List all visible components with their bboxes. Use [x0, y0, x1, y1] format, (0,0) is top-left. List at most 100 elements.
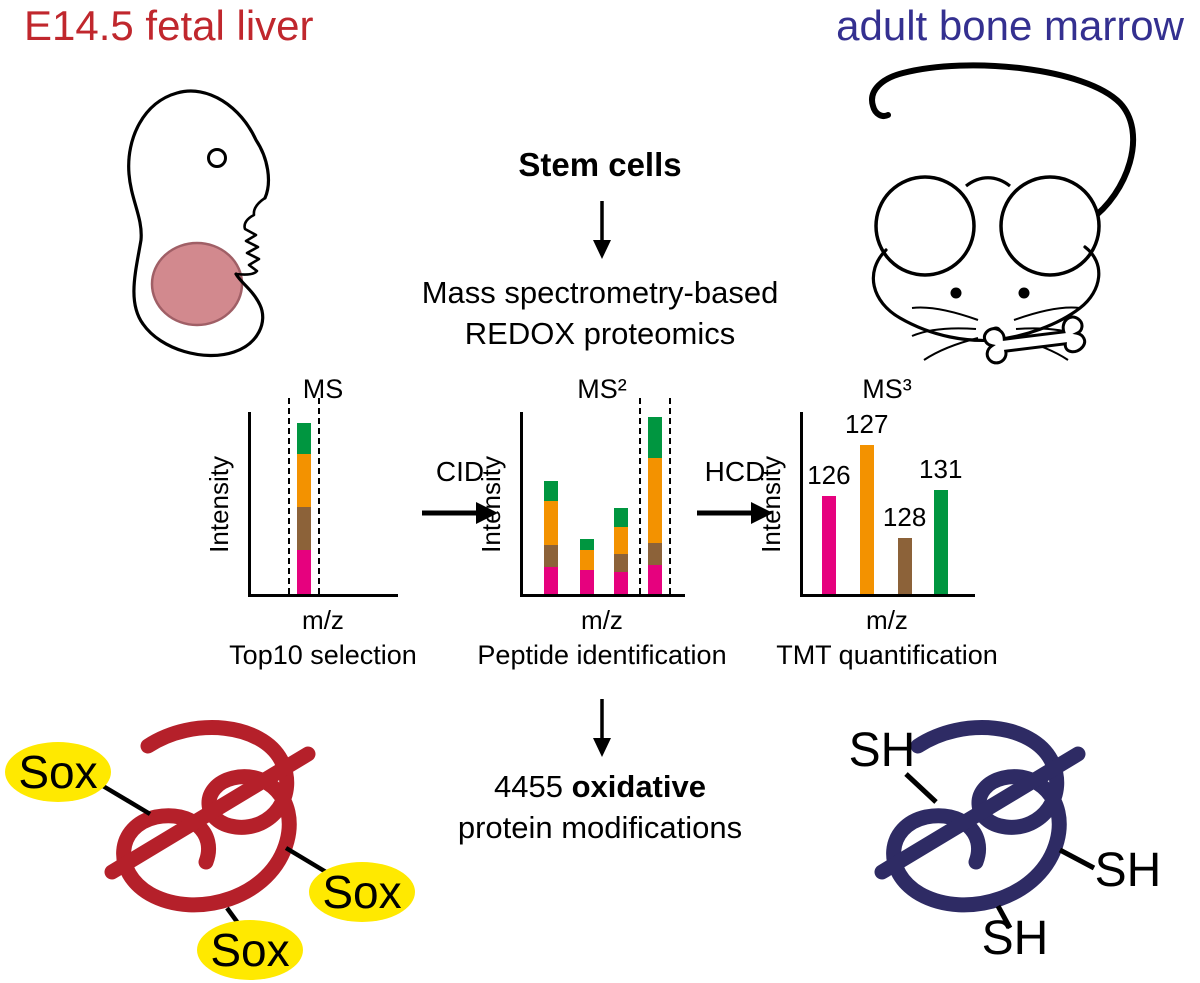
sox-label: Sox	[322, 866, 401, 918]
sh-label: SH	[849, 724, 916, 777]
result-emphasis: oxidative	[571, 769, 706, 804]
result-line1: 4455 oxidative	[0, 766, 1200, 807]
sox-badge	[197, 920, 303, 980]
mouse-ear-right	[999, 175, 1101, 277]
peak-segment	[579, 570, 594, 594]
tmt-channel-label: 131	[919, 454, 963, 485]
protein-strand	[104, 746, 316, 880]
mouse-tail	[869, 62, 1137, 223]
result-count: 4455	[494, 769, 563, 804]
adult-protein-diagram: SH SH SH	[849, 720, 1162, 965]
peak-bar	[613, 508, 628, 594]
sox-badge	[309, 862, 415, 922]
embryo-drawing	[127, 89, 270, 358]
ms3-chart-title: MS³	[862, 374, 912, 404]
peak-bar: 128	[883, 502, 926, 594]
sox-label: Sox	[18, 746, 97, 798]
peak-segment	[544, 544, 559, 567]
ms2-x-axis-label: m/z	[581, 605, 623, 635]
tmt-channel-label: 126	[807, 459, 851, 490]
peak-bar: 127	[845, 409, 888, 594]
ms2-chart-title: MS²	[577, 374, 627, 404]
hcd-label: HCD	[704, 456, 766, 487]
peak-segment	[579, 539, 594, 551]
peak-segment	[613, 572, 628, 594]
cid-step: CID	[415, 456, 505, 534]
precursor-selection-window	[287, 398, 320, 594]
peak-bar	[296, 422, 311, 594]
mouse-head-top	[965, 176, 1011, 188]
precursor-selection-window	[638, 398, 671, 594]
peak-segment	[859, 444, 874, 594]
peak-segment	[544, 481, 559, 502]
sh-label: SH	[1095, 844, 1162, 897]
peak-segment	[647, 564, 662, 594]
embryo-snout-paw	[235, 196, 266, 276]
tmt-channel-label: 128	[882, 501, 927, 532]
peak-bar	[544, 481, 559, 594]
method-line2: REDOX proteomics	[464, 316, 736, 351]
fetal-protein-diagram: Sox Sox Sox	[5, 720, 415, 980]
method-label: Mass spectrometry-based REDOX proteomics	[0, 272, 1200, 354]
peak-bar: 131	[919, 454, 962, 594]
peak-segment	[647, 417, 662, 458]
sh-connector-lines	[904, 772, 1096, 930]
hcd-step: HCD	[690, 456, 780, 534]
peak-segment	[296, 453, 311, 507]
peak-segment	[544, 501, 559, 545]
peak-bar: 126	[807, 460, 851, 594]
peak-segment	[296, 550, 311, 594]
ms3-caption: TMT quantification	[776, 640, 998, 670]
mouse-eye-right	[1018, 287, 1030, 299]
peak-segment	[544, 566, 559, 594]
protein-strand	[874, 746, 1086, 880]
sh-label: SH	[982, 912, 1049, 965]
mouse-ear-left	[874, 175, 976, 277]
embryo-eye	[207, 148, 227, 168]
ms3-y-axis-label: Intensity	[756, 456, 786, 553]
down-arrow-icon	[593, 699, 611, 757]
peak-segment	[933, 490, 948, 594]
down-arrow-icon	[593, 201, 611, 259]
peak-segment	[579, 550, 594, 571]
peak-segment	[647, 457, 662, 544]
peak-bar	[579, 539, 594, 594]
left-condition-title: E14.5 fetal liver	[24, 2, 314, 49]
adult-mouse-drawing	[869, 62, 1137, 365]
right-arrow-icon	[697, 502, 773, 524]
ms3-x-axis-label: m/z	[866, 605, 908, 635]
ms-chart-title: MS	[302, 374, 344, 404]
peak-segment	[613, 508, 628, 527]
mouse-whiskers	[911, 306, 1081, 361]
sox-badge	[5, 742, 111, 802]
peak-segment	[613, 553, 628, 573]
cid-label: CID	[435, 456, 485, 487]
ms-caption: Top10 selection	[229, 640, 417, 670]
ms2-plot-area	[520, 398, 685, 597]
peak-segment	[897, 537, 912, 594]
stem-cells-label: Stem cells	[518, 146, 682, 183]
embryo-outline	[127, 89, 270, 358]
ms-plot-area	[248, 398, 398, 597]
peak-segment	[296, 422, 311, 454]
peak-segment	[647, 543, 662, 565]
method-line1: Mass spectrometry-based	[421, 275, 779, 310]
ms2-chart: MS² Intensity m/z Peptide identification	[462, 372, 727, 684]
ms-y-axis-label: Intensity	[204, 456, 234, 553]
peak-segment	[613, 526, 628, 554]
right-condition-title: adult bone marrow	[836, 2, 1184, 49]
mouse-eye-left	[950, 287, 962, 299]
result-line2: protein modifications	[457, 810, 743, 845]
ms2-caption: Peptide identification	[477, 640, 727, 670]
right-arrow-icon	[422, 502, 498, 524]
ms2-y-axis-label: Intensity	[476, 456, 506, 553]
peak-segment	[296, 506, 311, 551]
peak-bar	[647, 417, 662, 594]
result-label: 4455 oxidative protein modifications	[0, 766, 1200, 848]
peak-segment	[821, 495, 836, 594]
ms-x-axis-label: m/z	[302, 605, 344, 635]
sox-label: Sox	[210, 924, 289, 976]
